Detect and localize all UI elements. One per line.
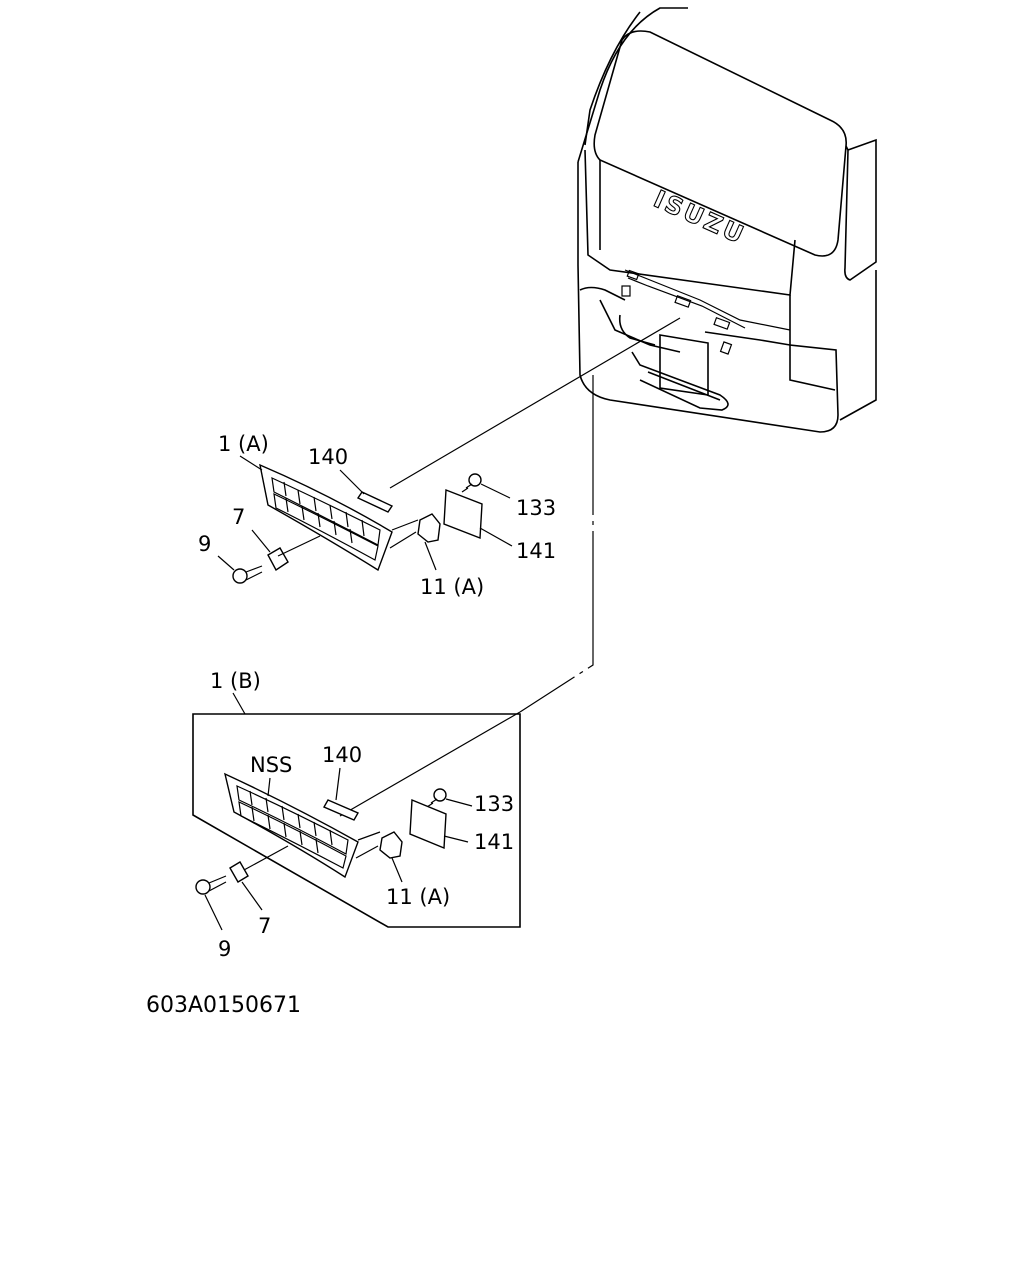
upper-pad-141 xyxy=(443,488,483,540)
lower-pad-141 xyxy=(409,798,447,850)
lower-group-label: 1 (B) xyxy=(210,669,261,693)
upper-callout-133: 133 xyxy=(516,496,556,520)
lower-callout-7: 7 xyxy=(258,914,271,938)
upper-bolt-9 xyxy=(217,555,263,584)
upper-callout-9: 9 xyxy=(198,532,211,556)
upper-grille-assembly xyxy=(217,463,513,584)
lower-seal-140 xyxy=(323,799,359,821)
lower-clip-7 xyxy=(229,861,249,883)
upper-callout-141: 141 xyxy=(516,539,556,563)
lower-callout-9: 9 xyxy=(218,937,231,961)
lower-note-nss: NSS xyxy=(250,753,292,777)
vehicle-front-illustration: ISUZU xyxy=(577,7,877,433)
lower-callout-133: 133 xyxy=(474,792,514,816)
lower-callout-11a: 11 (A) xyxy=(386,885,450,909)
upper-seal-140 xyxy=(356,491,394,513)
lower-callout-140: 140 xyxy=(322,743,362,767)
leader-to-upper-grille xyxy=(389,317,681,489)
upper-grille xyxy=(259,463,393,572)
lower-bracket-11a xyxy=(379,831,403,859)
drawing-number: 603A0150671 xyxy=(146,993,301,1018)
upper-callout-11a: 11 (A) xyxy=(420,575,484,599)
brand-mark: ISUZU xyxy=(650,185,751,250)
upper-screw-133 xyxy=(461,473,511,499)
lower-assembly-frame xyxy=(192,713,521,928)
leader-lines xyxy=(339,317,681,817)
upper-group-label: 1 (A) xyxy=(218,432,269,456)
lower-screw-133 xyxy=(426,788,473,808)
upper-clip-7 xyxy=(267,547,289,572)
lower-bolt-9 xyxy=(195,875,227,931)
upper-bracket-11a xyxy=(417,513,441,543)
lower-grille-assembly xyxy=(195,772,473,931)
lower-callout-141: 141 xyxy=(474,830,514,854)
upper-callout-7: 7 xyxy=(232,505,245,529)
upper-callout-140: 140 xyxy=(308,445,348,469)
